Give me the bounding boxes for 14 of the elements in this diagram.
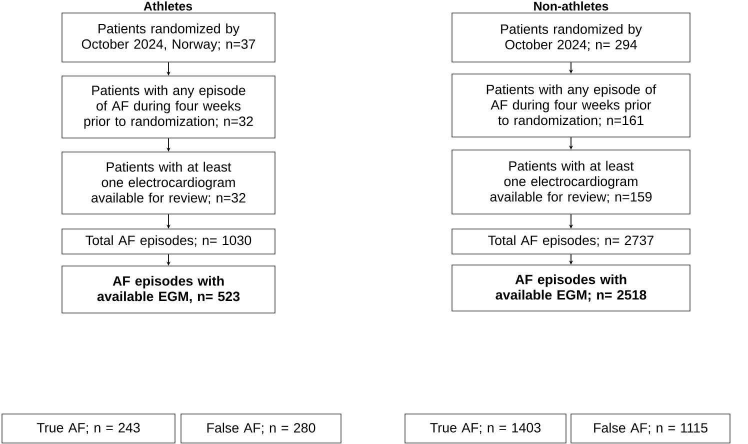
process-box: AF episodes with available EGM; n= 2518 bbox=[452, 264, 690, 312]
process-box: True AF; n = 243 bbox=[2, 414, 176, 444]
process-box: Patients randomized by October 2024; n= 294 bbox=[452, 12, 690, 62]
process-box: AF episodes with available EGM, n= 523 bbox=[62, 266, 276, 314]
process-box: Patients with any episode of AF during four weeks prior to randomization; n=161 bbox=[452, 74, 690, 138]
process-box: Patients with any episode of AF during four weeks prior to randomization; n=32 bbox=[62, 76, 276, 138]
process-box: Total AF episodes; n= 1030 bbox=[62, 228, 276, 254]
process-box: Patients with at least one electrocardiogram available for review; n=159 bbox=[452, 150, 690, 214]
process-box: False AF; n = 1115 bbox=[570, 414, 730, 444]
process-box: True AF; n = 1403 bbox=[404, 414, 566, 444]
process-box: Total AF episodes; n= 2737 bbox=[452, 228, 690, 254]
process-box: Patients randomized by October 2024, Norway; n=37 bbox=[62, 12, 276, 62]
process-box: False AF; n = 280 bbox=[180, 414, 342, 444]
process-box: Patients with at least one electrocardiogram available for review; n=32 bbox=[62, 152, 276, 214]
